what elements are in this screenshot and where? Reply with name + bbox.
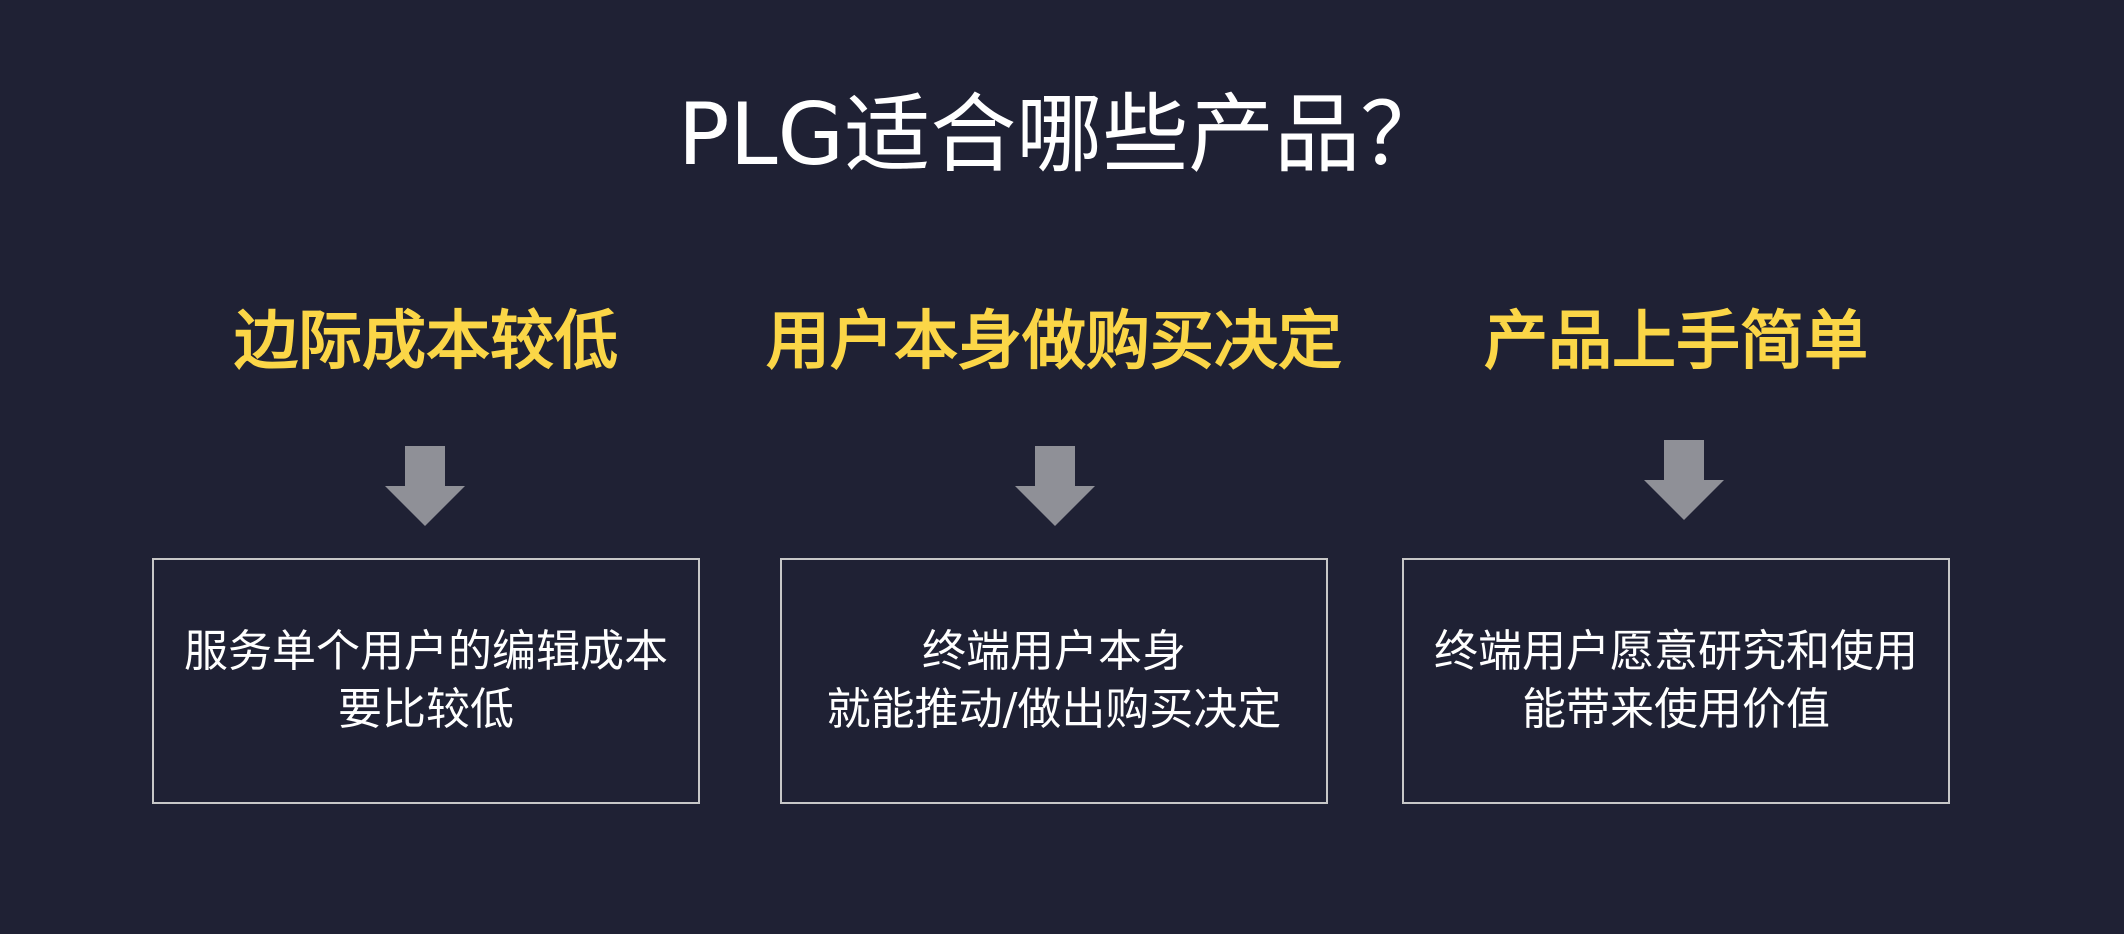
column-marginal-cost: 边际成本较低 服务单个用户的编辑成本 要比较低 [152, 0, 700, 934]
column-user-decides: 用户本身做购买决定 终端用户本身 就能推动/做出购买决定 [766, 0, 1342, 934]
column-heading: 用户本身做购买决定 [766, 305, 1342, 379]
column-heading: 产品上手简单 [1484, 305, 1868, 379]
description-line: 终端用户愿意研究和使用 [1434, 626, 1918, 677]
description-line: 能带来使用价值 [1522, 684, 1830, 735]
column-easy-onboarding: 产品上手简单 终端用户愿意研究和使用 能带来使用价值 [1402, 0, 1950, 934]
arrow-down-icon [1015, 446, 1095, 526]
column-heading: 边际成本较低 [234, 305, 618, 379]
slide-title: PLG适合哪些产品？ [677, 85, 1447, 185]
description-box: 终端用户愿意研究和使用 能带来使用价值 [1402, 558, 1950, 804]
arrow-down-icon [385, 446, 465, 526]
description-line: 终端用户本身 [922, 626, 1186, 677]
description-line: 要比较低 [338, 684, 514, 735]
arrow-down-icon [1644, 440, 1724, 520]
description-line: 服务单个用户的编辑成本 [184, 626, 668, 677]
description-line: 就能推动/做出购买决定 [826, 684, 1282, 735]
description-box: 终端用户本身 就能推动/做出购买决定 [780, 558, 1328, 804]
description-box: 服务单个用户的编辑成本 要比较低 [152, 558, 700, 804]
